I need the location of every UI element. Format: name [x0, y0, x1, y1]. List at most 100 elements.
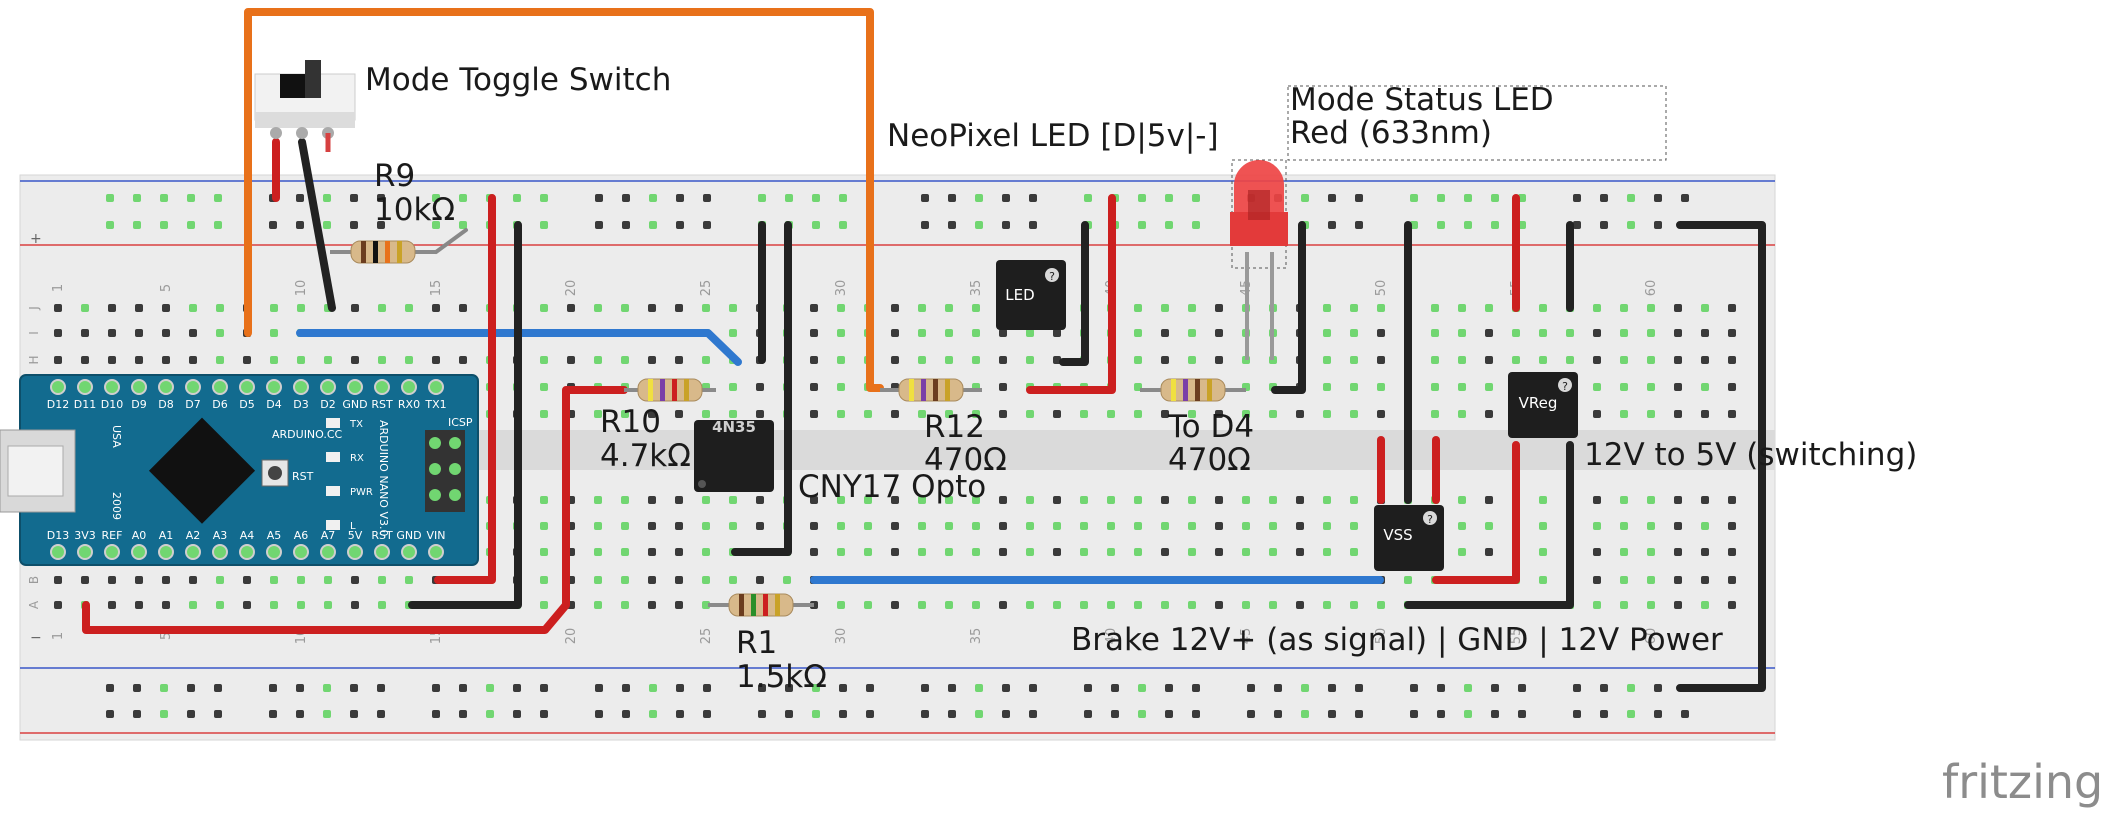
arduino-pin[interactable] — [428, 544, 444, 560]
breadboard-hole — [729, 522, 737, 530]
breadboard-hole — [1080, 548, 1088, 556]
arduino-pin[interactable] — [158, 544, 174, 560]
arduino-pin[interactable] — [320, 379, 336, 395]
breadboard-hole — [297, 601, 305, 609]
arduino-pin[interactable] — [347, 544, 363, 560]
black-wire-status-led[interactable] — [1271, 221, 1306, 394]
resistor-r9[interactable] — [330, 240, 436, 264]
black-wire-gnd-rail[interactable] — [408, 221, 522, 609]
arduino-pin[interactable] — [50, 544, 66, 560]
rail-hole — [649, 221, 657, 229]
mode-status-led[interactable] — [1230, 85, 1667, 360]
breadboard-hole — [1485, 496, 1493, 504]
black-wire-vreg-gnd[interactable] — [1404, 441, 1574, 609]
resistor-r1[interactable] — [708, 593, 814, 617]
arduino-pin[interactable] — [131, 379, 147, 395]
arduino-pin[interactable] — [347, 379, 363, 395]
rail-hole — [160, 684, 168, 692]
breadboard-hole — [999, 496, 1007, 504]
breadboard-hole — [1593, 548, 1601, 556]
row-letter: B — [27, 576, 41, 584]
arduino-pin[interactable] — [320, 544, 336, 560]
breadboard-hole — [1053, 522, 1061, 530]
breadboard-hole — [1242, 601, 1250, 609]
arduino-pin[interactable] — [104, 379, 120, 395]
arduino-pin[interactable] — [212, 379, 228, 395]
rail-hole — [866, 684, 874, 692]
breadboard-hole — [837, 522, 845, 530]
column-number-top: 10 — [294, 280, 309, 297]
arduino-pin[interactable] — [266, 544, 282, 560]
rail-hole — [622, 194, 630, 202]
arduino-pin[interactable] — [131, 544, 147, 560]
breadboard-hole — [540, 304, 548, 312]
arduino-pin[interactable] — [374, 379, 390, 395]
breadboard-hole — [594, 548, 602, 556]
arduino-pin[interactable] — [401, 544, 417, 560]
arduino-pin[interactable] — [185, 379, 201, 395]
red-wire-vreg-out[interactable] — [1432, 441, 1520, 584]
red-wire-led-module[interactable] — [1026, 194, 1116, 394]
arduino-pin[interactable] — [266, 379, 282, 395]
resistor-band — [397, 241, 402, 263]
mode-toggle-switch[interactable] — [254, 60, 356, 152]
opto-chip-4n35[interactable]: 4N35 — [694, 418, 774, 492]
rail-hole — [160, 221, 168, 229]
black-wire-right-rail-loop[interactable] — [1676, 221, 1766, 692]
red-wire-bottom-d5[interactable] — [82, 386, 628, 634]
black-wire-led-module[interactable] — [1059, 221, 1089, 366]
arduino-pin[interactable] — [239, 379, 255, 395]
neopixel-led-module[interactable]: ? LED — [996, 260, 1066, 330]
breadboard-hole — [891, 601, 899, 609]
status-led-label-line1: Mode Status LED — [1290, 82, 1554, 118]
breadboard-hole — [675, 304, 683, 312]
breadboard-hole — [972, 601, 980, 609]
arduino-pin[interactable] — [374, 544, 390, 560]
arduino-pin[interactable] — [104, 544, 120, 560]
resistor-r12[interactable] — [880, 378, 982, 402]
arduino-pin-label: RX0 — [398, 398, 420, 411]
black-wire-opto-right[interactable] — [731, 221, 792, 556]
breadboard-hole — [999, 522, 1007, 530]
arduino-pin[interactable] — [77, 379, 93, 395]
breadboard-hole — [1566, 329, 1574, 337]
rail-hole — [214, 710, 222, 718]
arduino-pin[interactable] — [185, 544, 201, 560]
arduino-pin-label: A1 — [159, 529, 174, 542]
rail-hole — [1002, 710, 1010, 718]
rail-hole — [1192, 221, 1200, 229]
red-wire-5v-rail[interactable] — [434, 194, 496, 584]
arduino-pin-label: D6 — [212, 398, 227, 411]
breadboard-hole — [1674, 410, 1682, 418]
arduino-pin[interactable] — [212, 544, 228, 560]
breadboard-hole — [540, 410, 548, 418]
breadboard-hole — [540, 576, 548, 584]
breadboard-hole — [1539, 329, 1547, 337]
resistor-r10[interactable] — [624, 378, 716, 402]
orange-wire-switch-to-r12[interactable] — [244, 8, 884, 392]
breadboard-hole — [1539, 576, 1547, 584]
black-wire-switch-mid[interactable] — [298, 138, 336, 312]
arduino-pin[interactable] — [293, 544, 309, 560]
breadboard-hole — [621, 576, 629, 584]
rail-hole — [1002, 684, 1010, 692]
arduino-pin[interactable] — [77, 544, 93, 560]
arduino-led-label: PWR — [350, 487, 373, 498]
breadboard-hole — [729, 576, 737, 584]
breadboard-hole — [648, 496, 656, 504]
rail-hole — [948, 194, 956, 202]
breadboard-hole — [1485, 383, 1493, 391]
resistor-to-d4[interactable] — [1140, 378, 1246, 402]
vreg-module[interactable]: ? VReg — [1508, 372, 1578, 438]
arduino-pin[interactable] — [428, 379, 444, 395]
arduino-pin[interactable] — [293, 379, 309, 395]
vss-module[interactable]: ? VSS — [1374, 505, 1444, 571]
rail-hole — [133, 684, 141, 692]
vss-help-glyph: ? — [1427, 513, 1433, 526]
arduino-pin[interactable] — [50, 379, 66, 395]
blue-wire-r9-to-r10[interactable] — [296, 329, 742, 366]
arduino-pin[interactable] — [239, 544, 255, 560]
arduino-pin[interactable] — [158, 379, 174, 395]
arduino-pin[interactable] — [401, 379, 417, 395]
